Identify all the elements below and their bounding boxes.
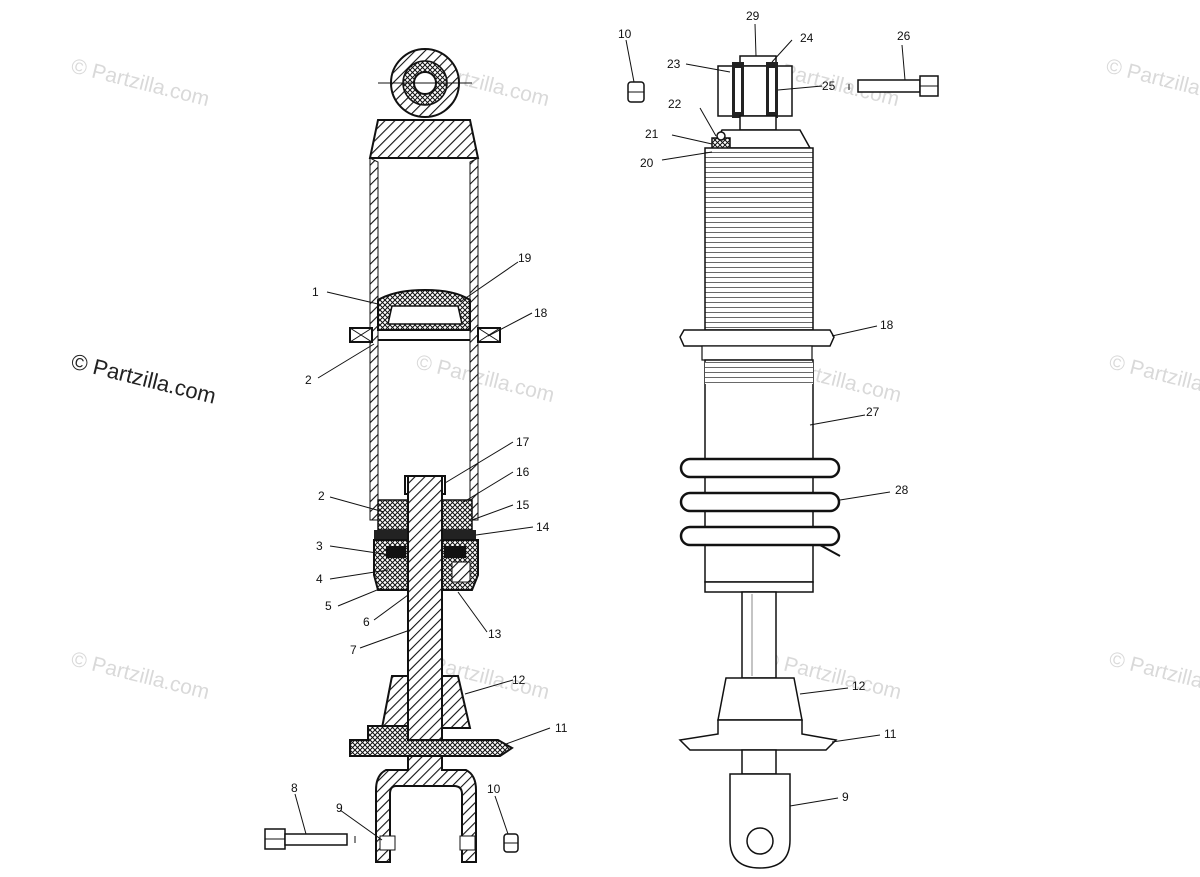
watermark-tile: © Partzilla.com <box>1107 648 1200 705</box>
callout-label: 24 <box>800 31 814 45</box>
coil-spring <box>679 457 841 557</box>
watermark-tile: © Partzilla.com <box>69 648 212 705</box>
watermark-tile: © Partzilla.com <box>1104 55 1200 112</box>
piston-left <box>377 499 409 531</box>
callout-label: 6 <box>363 615 370 629</box>
watermark-tiles: © Partzilla.com © Partzilla.com © Partzi… <box>69 55 1200 705</box>
callout-label: 7 <box>350 643 357 657</box>
callout-label: 12 <box>852 679 866 693</box>
callout-label: 15 <box>516 498 530 512</box>
callout-label: 3 <box>316 539 323 553</box>
callout-label: 23 <box>667 57 681 71</box>
bump-stop <box>717 677 803 721</box>
watermark-tile: © Partzilla.com <box>69 55 212 112</box>
callout-label: 17 <box>516 435 530 449</box>
callout-label: 1 <box>312 285 319 299</box>
watermark-main: © Partzilla.com <box>69 349 219 409</box>
shock-exterior <box>627 55 939 869</box>
shim-stack-left <box>374 530 409 540</box>
callout-label: 9 <box>336 801 343 815</box>
bump-stop-left <box>380 675 409 729</box>
nut-right <box>627 81 645 103</box>
top-eye <box>717 55 793 131</box>
preload-collar <box>679 329 835 347</box>
body-wall-right <box>469 157 479 521</box>
callout-label: 12 <box>512 673 526 687</box>
spring-seat <box>349 725 514 757</box>
callout-label: 19 <box>518 251 532 265</box>
callout-label: 10 <box>487 782 501 796</box>
callout-label: 27 <box>866 405 880 419</box>
bolt-right <box>848 75 939 97</box>
callout-label: 16 <box>516 465 530 479</box>
callout-label: 13 <box>488 627 502 641</box>
callout-label: 8 <box>291 781 298 795</box>
top-eye-bushing <box>378 48 472 118</box>
callout-label: 11 <box>884 727 897 741</box>
callout-label: 18 <box>534 306 548 320</box>
nut-left <box>503 833 519 853</box>
callouts-left: 1 2 18 19 2 17 16 15 14 3 4 5 6 13 7 12 … <box>291 251 568 815</box>
callout-label: 25 <box>822 79 836 93</box>
shim-stack-right <box>441 530 476 540</box>
callout-label: 10 <box>618 27 632 41</box>
bump-stop-right <box>441 675 472 729</box>
piston-rod <box>407 475 443 759</box>
clevis <box>375 755 477 863</box>
leader-lines <box>294 23 906 841</box>
top-cap <box>368 119 480 159</box>
callout-label: 4 <box>316 572 323 586</box>
bolt-left <box>264 828 356 850</box>
threaded-body <box>704 147 814 331</box>
callout-label: 22 <box>668 97 682 111</box>
callout-label: 14 <box>536 520 550 534</box>
callout-label: 28 <box>895 483 909 497</box>
shock-cross-section <box>264 48 519 863</box>
callouts-right: 10 29 24 23 25 26 22 21 20 18 27 28 12 1… <box>618 9 911 804</box>
callout-label: 11 <box>555 721 568 735</box>
spring-seat-ext <box>678 719 838 751</box>
shaft <box>741 591 777 679</box>
callout-label: 21 <box>645 127 659 141</box>
piston-right <box>441 499 473 531</box>
callout-label: 20 <box>640 156 654 170</box>
callout-label: 18 <box>880 318 894 332</box>
watermark-tile: © Partzilla.com <box>414 351 557 408</box>
watermark-tile: © Partzilla.com <box>1107 351 1200 408</box>
callout-label: 26 <box>897 29 911 43</box>
callout-label: 9 <box>842 790 849 804</box>
callout-label: 2 <box>305 373 312 387</box>
callout-label: 29 <box>746 9 760 23</box>
lower-eye <box>729 773 791 869</box>
callout-label: 5 <box>325 599 332 613</box>
callout-label: 2 <box>318 489 325 503</box>
